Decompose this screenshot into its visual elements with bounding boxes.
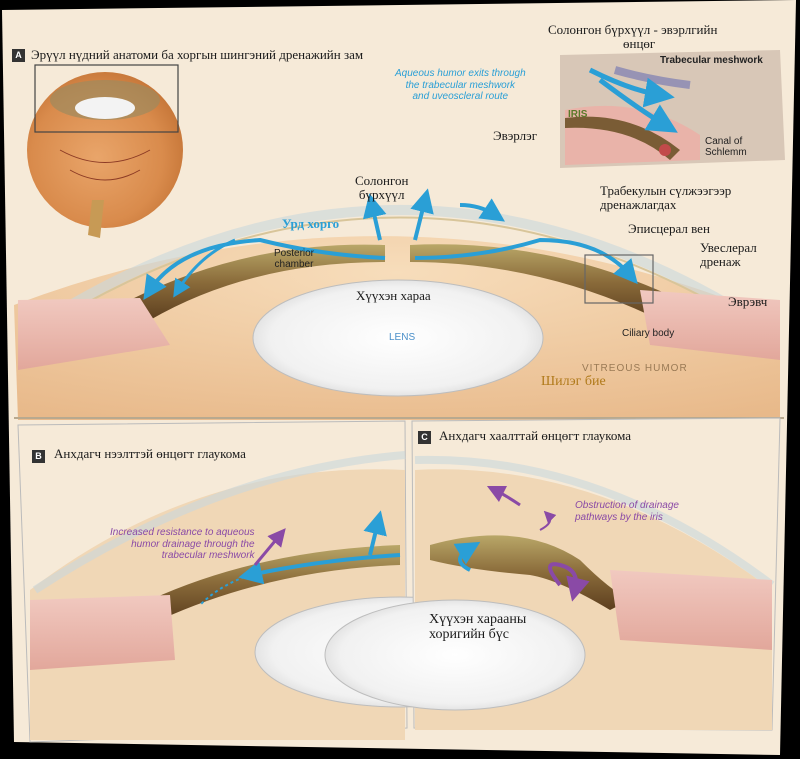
sclera-label: Эврэвч	[728, 294, 768, 309]
inset-title-2: өнцөг	[623, 36, 656, 51]
inset-canal-line: Canal of	[705, 136, 743, 147]
iris-label: Солонгон бүрхүүл	[355, 174, 408, 201]
inset-canal-label: Canal of Schlemm	[705, 136, 747, 158]
panel-b-caption: Increased resistance to aqueous humor dr…	[110, 527, 255, 562]
trabecular-drainage-line: Трабекулын сүлжээгээр	[600, 183, 732, 198]
vitreous-mn-label: Шилэг бие	[541, 374, 606, 389]
panel-c-caption-line: Obstruction of drainage	[575, 500, 679, 511]
uveoscleral-line: Увеслерал	[700, 240, 757, 255]
inset-caption-line: Aqueous humor exits through	[395, 68, 526, 79]
lens-label: LENS	[389, 332, 416, 343]
inset-caption-line: the trabecular meshwork	[405, 79, 516, 91]
vitreous-label: VITREOUS HUMOR	[582, 363, 688, 374]
posterior-chamber-line: Posterior	[274, 248, 315, 259]
episcleral-vein-label: Эписцерал вен	[628, 221, 710, 236]
anterior-chamber-label: Урд хорго	[282, 216, 340, 231]
uveoscleral-label: Увеслерал дренаж	[700, 241, 757, 268]
iris-label-line: бүрхүүл	[358, 186, 405, 202]
panel-b-caption-line: trabecular meshwork	[161, 550, 255, 561]
panel-a-art	[14, 188, 780, 420]
posterior-chamber-line: chamber	[274, 258, 314, 270]
panel-b-title: Анхдагч нээлттэй өнцөгт глаукома	[54, 446, 246, 461]
inset-angle-art	[560, 50, 785, 168]
pupil-block-line: хоригийн бүс	[429, 626, 510, 642]
uveoscleral-line: дренаж	[700, 253, 741, 269]
inset-caption-line: and uveoscleral route	[412, 91, 509, 102]
pupil-label: Хүүхэн хараа	[356, 288, 431, 303]
cornea-label: Эвэрлэг	[493, 128, 538, 143]
panel-c-caption-line: pathways by the iris	[575, 511, 663, 523]
panel-c-art	[324, 417, 781, 731]
inset-iris-label: IRIS	[568, 109, 588, 120]
panel-c-title: Анхдагч хаалттай өнцөгт глаукома	[439, 428, 632, 443]
iris-label-line: Солонгон	[355, 173, 409, 188]
trabecular-drainage-line: дренажлагдах	[600, 196, 677, 212]
panel-b-badge: B	[32, 450, 45, 463]
panel-c-caption: Obstruction of drainage pathways by the …	[575, 500, 679, 523]
eyeball-overview	[27, 64, 183, 238]
panel-b-caption-line: humor drainage through the	[131, 538, 255, 550]
inset-caption: Aqueous humor exits through the trabecul…	[395, 68, 526, 103]
pupil-block-label: Хүүхэн харааны хоригийн бүс	[429, 612, 527, 642]
panel-c-badge: C	[418, 431, 431, 444]
pupil-block-line: Хүүхэн харааны	[429, 612, 527, 627]
inset-canal-line: Schlemm	[705, 146, 747, 158]
panel-b-caption-line: Increased resistance to aqueous	[110, 527, 255, 538]
panel-a-title: Эрүүл нүдний анатоми ба хоргын шингэний …	[31, 47, 364, 62]
panel-a-badge: A	[12, 49, 25, 62]
posterior-chamber-label: Posterior chamber	[274, 248, 315, 270]
trabecular-drainage-label: Трабекулын сүлжээгээр дренажлагдах	[600, 184, 731, 211]
ciliary-body-label: Ciliary body	[622, 328, 675, 339]
inset-trabecular-label: Trabecular meshwork	[660, 55, 763, 66]
inset-title: Солонгон бүрхүүл - эвэрлгийн	[548, 22, 718, 37]
